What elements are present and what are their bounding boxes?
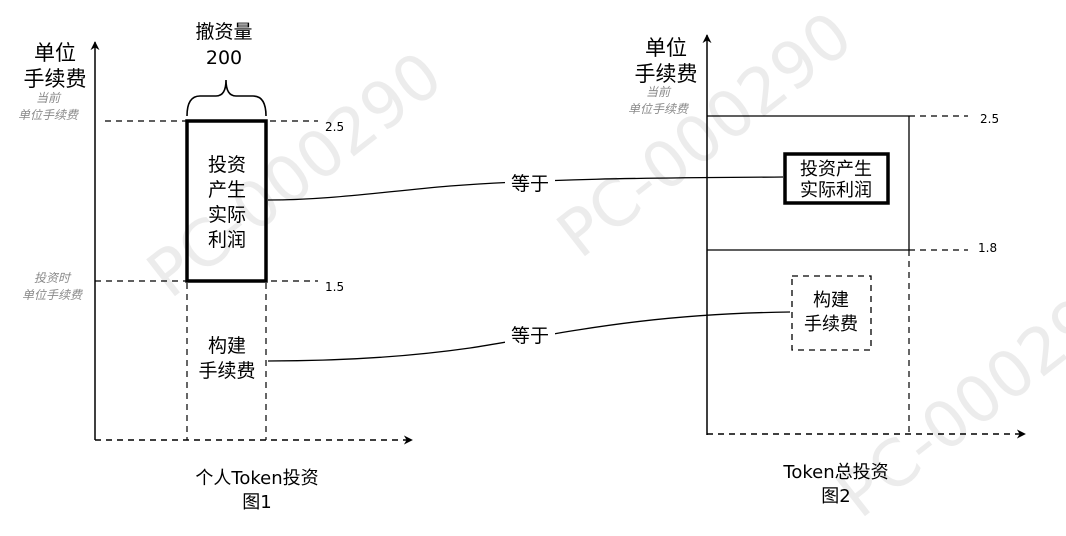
watermark-text-1: PC-000290 (134, 38, 456, 312)
fig1-caption-1: 个人Token投资 (195, 468, 318, 489)
connector-profit (267, 176, 784, 201)
fig1-invest-fee-label-2: 单位手续费 (22, 288, 83, 302)
fig1-y-axis-label-1: 单位 (34, 41, 76, 65)
fig2-caption-1: Token总投资 (782, 462, 888, 483)
fig2-build-fee-line-1: 构建 (813, 290, 849, 311)
fig1-current-fee-label-2: 单位手续费 (18, 108, 79, 122)
connector-build-fee-label-bg (505, 322, 555, 348)
fig2-y-axis-label-1: 单位 (645, 36, 687, 60)
fig2-current-fee-label-1: 当前 (646, 85, 672, 99)
fig1-profit-line-2: 产生 (208, 179, 246, 201)
watermark-text-2: PC-000290 (544, 0, 866, 273)
fig1-build-fee-line-1: 构建 (208, 335, 246, 357)
fig1-withdraw-brace (186, 79, 267, 117)
fig1-profit-line-4: 利润 (208, 229, 246, 251)
fig1-profit-box (185, 119, 268, 283)
fig2-current-fee-label-2: 单位手续费 (628, 102, 689, 116)
connector-build-fee (267, 311, 791, 362)
connector-profit-label-bg (505, 170, 555, 196)
fig2-caption-2: 图2 (821, 486, 850, 507)
fig2-tick-high: 2.5 (980, 112, 999, 126)
fig2-build-fee-line-2: 手续费 (804, 314, 858, 335)
fig2-build-fee-box (791, 275, 872, 351)
fig2-profit-line-2: 实际利润 (800, 180, 872, 201)
fig1-y-axis-label-2: 手续费 (24, 67, 87, 91)
fig1-invest-fee-label-1: 投资时 (34, 271, 72, 285)
fig1-profit-line-1: 投资 (208, 154, 246, 176)
fig2-profit-line-1: 投资产生 (800, 159, 872, 180)
connector-build-fee-label: 等于 (511, 325, 549, 347)
connectors: 等于 等于 (267, 170, 791, 362)
figure-2: 单位 手续费 当前 单位手续费 2.5 1.8 投资产生 实际利润 构建 手续费… (628, 34, 1026, 507)
fig1-current-fee-label-1: 当前 (36, 91, 62, 105)
fig1-withdraw-label: 撤资量 (195, 21, 252, 43)
fig2-profit-box (783, 152, 890, 205)
fig2-y-axis-label-2: 手续费 (635, 62, 698, 86)
fig1-withdraw-amount: 200 (206, 47, 242, 69)
figure-1: 单位 手续费 当前 单位手续费 投资时 单位手续费 2.5 1.5 投资 产生 … (18, 21, 413, 513)
fig1-tick-low: 1.5 (325, 280, 344, 294)
fig1-build-fee-line-2: 手续费 (198, 360, 255, 382)
watermark: PC-000290 PC-000290 PC-000290 (134, 0, 1066, 533)
fig1-caption-2: 图1 (242, 492, 271, 513)
connector-profit-label: 等于 (511, 173, 549, 195)
fig1-tick-high: 2.5 (325, 120, 344, 134)
fig1-profit-line-3: 实际 (208, 204, 246, 226)
fig2-tick-low: 1.8 (978, 241, 997, 255)
